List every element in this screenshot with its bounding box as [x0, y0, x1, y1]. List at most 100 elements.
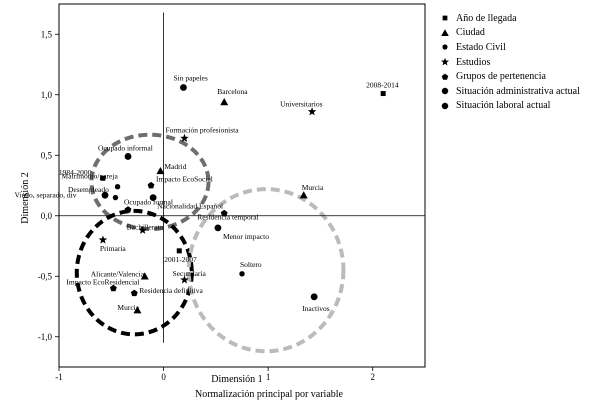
legend-item: Estado Civil: [439, 40, 580, 55]
point-marker: [114, 184, 121, 190]
point-label: Universitarios: [280, 100, 323, 109]
legend-marker: [441, 73, 449, 80]
point-marker: [307, 107, 317, 116]
point-label: Menor impacto: [223, 232, 269, 241]
point-marker: [180, 133, 189, 142]
plot-frame: [58, 3, 426, 368]
point-marker: [310, 293, 318, 301]
y-tick-label: 1,0: [41, 90, 53, 100]
point-label: Murcia: [117, 303, 139, 312]
point-label: Residencia temporal: [197, 212, 258, 221]
point-label: Impacto EcoResidencial: [66, 277, 139, 286]
legend-marker-shape: [441, 73, 449, 80]
x-axis-title: Dimensión 1: [211, 374, 262, 385]
point-label: Madrid: [164, 162, 186, 171]
point-marker: [138, 225, 147, 234]
legend-item: Situación laboral actual: [439, 99, 580, 114]
legend-marker-shape: [442, 15, 448, 21]
point-label: Barcelona: [217, 87, 248, 96]
point-label: Alicante/Valencia: [91, 269, 145, 278]
point-label: Inactivos: [302, 304, 330, 313]
point-marker: [147, 181, 155, 189]
legend-marker: [442, 44, 448, 51]
point-marker: [220, 98, 229, 106]
y-tick-label: 0,0: [41, 211, 53, 221]
legend-label: Año de llegada: [456, 12, 517, 24]
point-label: Soltero: [240, 260, 262, 269]
legend-marker: [441, 29, 449, 36]
ticks-layer: -1 0 1 2 1,5 1,0 0,5 0,0 -0,5 -1,0: [38, 29, 375, 382]
x-tick-label: 0: [161, 372, 166, 382]
legend-item: Situación administrativa actual: [439, 84, 580, 99]
y-tick-label: -0,5: [38, 271, 53, 281]
legend-label: Grupos de pertenencia: [456, 71, 546, 83]
x-tick-label: 2: [370, 372, 375, 382]
y-tick-label: -1,0: [38, 332, 53, 342]
legend-marker-shape: [441, 88, 449, 95]
point-marker: [100, 175, 106, 181]
x-tick-label: 1: [266, 372, 271, 382]
legend-marker: [442, 15, 448, 21]
legend-marker: [441, 102, 449, 110]
point-label: Viudo, separado, div: [14, 191, 76, 200]
point-marker: [130, 289, 138, 297]
legend-marker: [441, 88, 449, 95]
point-label: Primaria: [100, 244, 126, 253]
point-label: Secundaria: [172, 269, 206, 278]
point-marker: [299, 191, 308, 199]
point-marker: [101, 191, 109, 199]
point-label: Murcia: [302, 183, 324, 192]
points-layer: 2008-2014 1984-2000 2001-2007 BarcelonaMadr…: [14, 73, 399, 314]
axes-layer: [59, 12, 425, 343]
point-marker: [133, 306, 142, 314]
point-label: Residencia definitiva: [139, 286, 203, 295]
point-label: 2001-2007: [164, 255, 197, 264]
point-marker: [176, 248, 182, 254]
cluster-ellipse-1: [89, 132, 211, 232]
point-label: Matrimonio/pareja: [62, 172, 119, 181]
point-marker: [112, 194, 119, 201]
cluster-ellipse-3: [186, 187, 346, 354]
legend-marker: [440, 57, 450, 66]
legend-item: Grupos de pertenencia: [439, 69, 580, 84]
point-label: Nacionalidad Español: [157, 202, 223, 211]
legend-marker-shape: [442, 44, 448, 51]
point-marker: [180, 275, 189, 284]
legend-item: Año de llegada: [439, 11, 580, 26]
point-marker: [98, 235, 108, 244]
point-label: Ocupado informal: [98, 143, 153, 152]
point-marker: [220, 209, 228, 217]
point-marker: [180, 84, 187, 91]
legend-label: Situación administrativa actual: [456, 85, 580, 97]
point-label: Impacto EcoSocial: [156, 175, 213, 184]
y-tick-label: 0,5: [41, 150, 53, 160]
legend-marker-shape: [440, 57, 450, 66]
point-label: Formación profesionista: [165, 125, 239, 134]
cluster-ellipse-2: [74, 208, 194, 337]
point-label: Desempleado: [68, 185, 109, 194]
legend-marker-shape: [441, 102, 449, 110]
point-label: Ocupado formal: [124, 198, 173, 207]
legend-label: Estudios: [456, 56, 491, 68]
point-marker: [214, 224, 222, 232]
point-marker: [156, 166, 165, 175]
point-label: 1984-2000: [59, 168, 92, 177]
point-label: Sin papeles: [173, 73, 207, 82]
x-axis-subtitle: Normalización principal por variable: [195, 389, 344, 400]
x-tick-label: -1: [55, 372, 63, 382]
y-axis-title: Dimensión 2: [20, 172, 31, 223]
point-marker: [149, 194, 157, 202]
y-tick-label: 1,5: [41, 29, 53, 39]
point-marker: [380, 91, 386, 97]
point-marker: [109, 284, 117, 292]
ellipses-layer: [74, 132, 346, 354]
point-label: Bachillerato: [127, 222, 164, 231]
legend-label: Estado Civil: [456, 41, 506, 53]
legend-marker-shape: [441, 29, 449, 36]
legend-item: Estudios: [439, 55, 580, 70]
point-label: 2008-2014: [366, 81, 399, 90]
legend-label: Situación laboral actual: [456, 100, 551, 112]
point-marker: [124, 206, 132, 213]
